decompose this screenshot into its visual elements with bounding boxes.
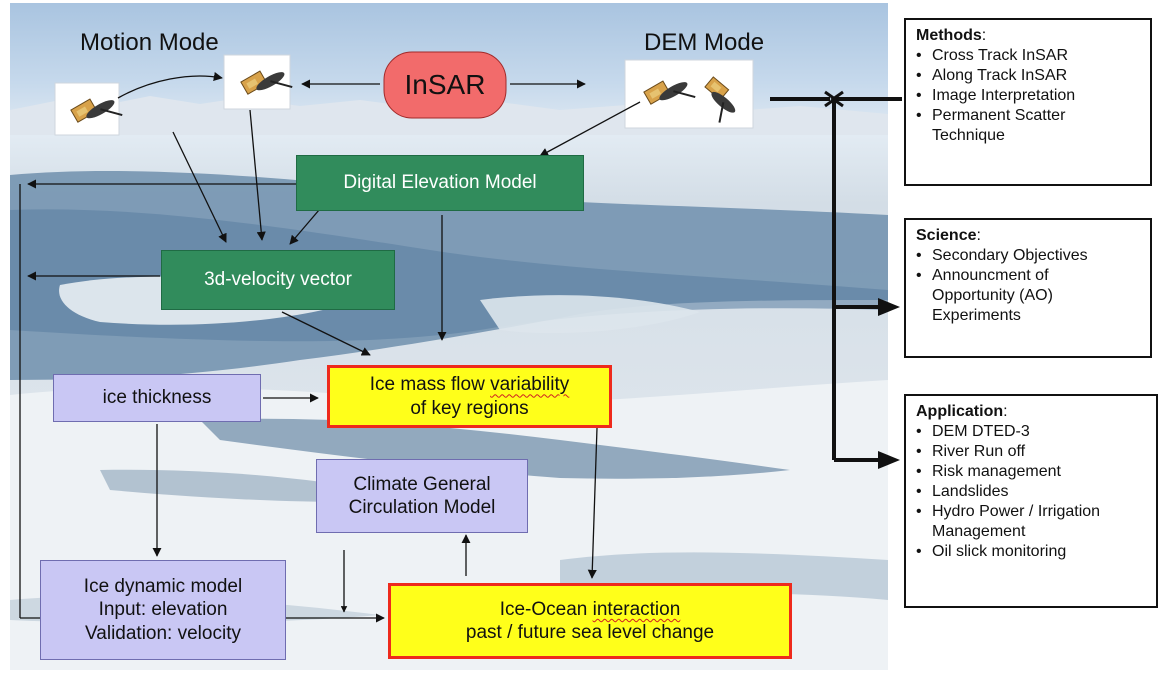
science-item-continued: Opportunity (AO)	[916, 286, 1142, 306]
application-item: • Oil slick monitoring	[916, 542, 1148, 562]
digital-elevation-model-box: Digital Elevation Model	[296, 155, 584, 211]
climate-line-2: Circulation Model	[348, 497, 496, 518]
dynamic-line-2: Input: elevation	[98, 599, 228, 621]
science-item-continued: Experiments	[916, 306, 1142, 326]
bullet: •	[916, 87, 922, 104]
methods-item: • Cross Track InSAR	[916, 46, 1142, 66]
application-item-text: Oil slick monitoring	[932, 543, 1067, 560]
methods-colon: :	[981, 27, 987, 44]
application-item-text: Management	[932, 523, 1026, 540]
bullet: •	[916, 423, 922, 440]
ice-thickness-box: ice thickness	[53, 374, 261, 422]
ocean-line-1-b: interaction	[592, 598, 681, 620]
science-item-text: Secondary Objectives	[932, 247, 1088, 264]
application-item-text: River Run off	[932, 443, 1026, 460]
science-item: • Announcment of	[916, 266, 1142, 286]
ocean-line-2: past / future sea level change	[465, 622, 715, 643]
methods-item-continued: Technique	[916, 126, 1142, 146]
application-item: • DEM DTED-3	[916, 422, 1148, 442]
velocity-vector-box: 3d-velocity vector	[161, 250, 395, 310]
science-colon: :	[976, 227, 981, 244]
methods-heading: Methods:	[916, 26, 1142, 46]
bullet: •	[916, 67, 922, 84]
application-item-text: DEM DTED-3	[932, 423, 1030, 440]
ice-mass-line-2: of key regions	[410, 397, 529, 419]
dynamic-line-3: Validation: velocity	[85, 622, 241, 644]
science-list: • Secondary Objectives • Announcment of Op…	[916, 246, 1142, 326]
satellite-icon-motion-1	[54, 82, 123, 136]
dynamic-line-1: Ice dynamic model	[83, 576, 243, 598]
ice-dynamic-model-box: Ice dynamic model Input: elevation Valid…	[40, 560, 286, 660]
application-colon: :	[1003, 403, 1008, 420]
methods-item: • Image Interpretation	[916, 86, 1142, 106]
ice-mass-line-1-b: variability	[490, 374, 570, 396]
science-title: Science	[916, 227, 977, 244]
ice-ocean-interaction-box: Ice-Ocean interaction past / future sea …	[388, 583, 792, 659]
application-item-continued: Management	[916, 522, 1148, 542]
arrows	[19, 72, 641, 623]
bullet: •	[916, 483, 922, 500]
bullet: •	[916, 503, 922, 520]
methods-item: • Permanent Scatter	[916, 106, 1142, 126]
methods-item-text: Image Interpretation	[932, 87, 1076, 104]
application-list: • DEM DTED-3 • River Run off • Risk managem…	[916, 422, 1148, 562]
methods-item-text: Permanent Scatter	[932, 107, 1066, 124]
ocean-line-1: Ice-Ocean interaction	[500, 598, 681, 621]
right-bracket	[770, 90, 902, 469]
ice-thickness-text: ice thickness	[102, 387, 212, 409]
bullet: •	[916, 543, 922, 560]
application-item-text: Landslides	[932, 483, 1009, 500]
science-item: • Secondary Objectives	[916, 246, 1142, 266]
climate-line-1: Climate General	[353, 473, 491, 495]
satellite-icon-motion-2	[223, 54, 293, 110]
dem-mode-label: DEM Mode	[644, 29, 765, 56]
methods-item: • Along Track InSAR	[916, 66, 1142, 86]
methods-panel: Methods: • Cross Track InSAR • Along Track…	[904, 18, 1152, 186]
science-item-text: Announcment of	[932, 267, 1049, 284]
bullet: •	[916, 443, 922, 460]
bullet: •	[916, 267, 922, 284]
bullet: •	[916, 247, 922, 264]
application-item-text: Risk management	[932, 463, 1061, 480]
insar-node	[383, 51, 507, 119]
climate-model-box: Climate General Circulation Model	[316, 459, 528, 533]
ice-mass-flow-box: Ice mass flow variability of key regions	[327, 365, 612, 428]
science-item-text: Opportunity (AO)	[932, 287, 1053, 304]
application-item: • Risk management	[916, 462, 1148, 482]
application-panel: Application: • DEM DTED-3 • River Run off …	[904, 394, 1158, 608]
application-title: Application	[916, 403, 1004, 420]
application-heading: Application:	[916, 402, 1148, 422]
application-item-text: Hydro Power / Irrigation	[932, 503, 1101, 520]
methods-item-text: Cross Track InSAR	[932, 47, 1069, 64]
application-item: • Landslides	[916, 482, 1148, 502]
science-heading: Science:	[916, 226, 1142, 246]
ice-mass-line-1-a: Ice mass flow	[369, 374, 491, 396]
methods-item-text: Technique	[932, 127, 1005, 144]
methods-title: Methods	[916, 27, 982, 44]
bullet: •	[916, 107, 922, 124]
satellite-icon-dem	[624, 59, 754, 129]
application-item: • River Run off	[916, 442, 1148, 462]
ice-mass-line-1: Ice mass flow variability	[370, 373, 570, 396]
bullet: •	[916, 463, 922, 480]
ocean-line-1-a: Ice-Ocean	[499, 598, 593, 620]
science-item-text: Experiments	[932, 307, 1021, 324]
application-item: • Hydro Power / Irrigation	[916, 502, 1148, 522]
bullet: •	[916, 47, 922, 64]
motion-mode-label: Motion Mode	[80, 29, 219, 56]
methods-list: • Cross Track InSAR • Along Track InSAR • I…	[916, 46, 1142, 146]
science-panel: Science: • Secondary Objectives • Announcm…	[904, 218, 1152, 358]
insar-label: InSAR	[404, 68, 486, 100]
methods-item-text: Along Track InSAR	[932, 67, 1068, 84]
